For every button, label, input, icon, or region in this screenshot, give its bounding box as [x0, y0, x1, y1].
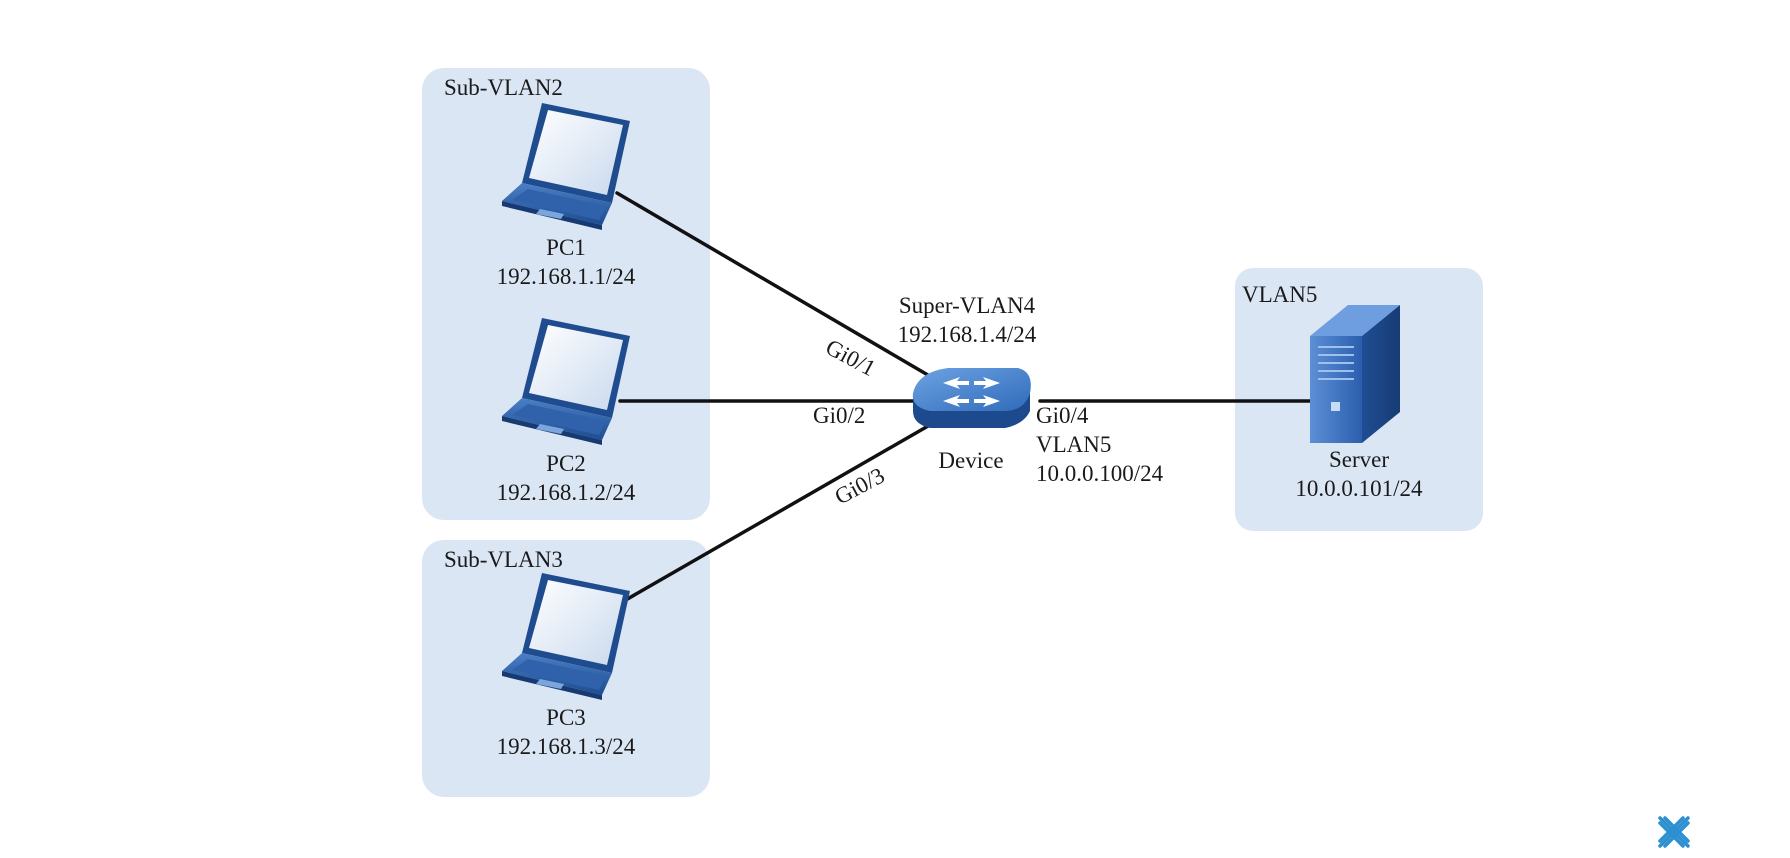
- pc3-name: PC3: [546, 705, 586, 730]
- pc1-ip: 192.168.1.1/24: [497, 264, 636, 289]
- zone-label-sub-vlan2: Sub-VLAN2: [444, 75, 563, 100]
- server-tower-icon: [1310, 305, 1400, 443]
- pc2-name: PC2: [546, 451, 586, 476]
- device-node[interactable]: Super-VLAN4 192.168.1.4/24 Device: [898, 293, 1037, 473]
- device-name: Device: [938, 448, 1003, 473]
- layer3-switch-icon: [912, 368, 1031, 428]
- link-pc1-device: [615, 191, 935, 380]
- device-vlan: Super-VLAN4: [899, 293, 1036, 318]
- server-ip: 10.0.0.101/24: [1295, 476, 1423, 501]
- zone-sub-vlan2: [422, 68, 710, 520]
- port-label-gi04-vlan: VLAN5: [1036, 432, 1111, 457]
- brand-logo-icon: [1658, 816, 1690, 848]
- pc1-name: PC1: [546, 235, 586, 260]
- pc2-node[interactable]: PC2 192.168.1.2/24: [497, 318, 636, 505]
- pc1-node[interactable]: PC1 192.168.1.1/24: [497, 103, 636, 289]
- pc3-ip: 192.168.1.3/24: [497, 734, 636, 759]
- device-ip: 192.168.1.4/24: [898, 322, 1037, 347]
- server-node[interactable]: Server 10.0.0.101/24: [1295, 305, 1423, 501]
- zone-label-sub-vlan3: Sub-VLAN3: [444, 547, 563, 572]
- port-label-gi02: Gi0/2: [813, 403, 865, 428]
- port-label-gi03: Gi0/3: [831, 463, 889, 510]
- zone-label-vlan5: VLAN5: [1242, 282, 1317, 307]
- port-label-gi04: Gi0/4: [1036, 403, 1089, 428]
- server-name: Server: [1329, 447, 1389, 472]
- link-pc3-device: [615, 420, 937, 607]
- port-label-gi04-ip: 10.0.0.100/24: [1036, 461, 1164, 486]
- pc3-node[interactable]: PC3 192.168.1.3/24: [497, 573, 636, 759]
- pc2-ip: 192.168.1.2/24: [497, 480, 636, 505]
